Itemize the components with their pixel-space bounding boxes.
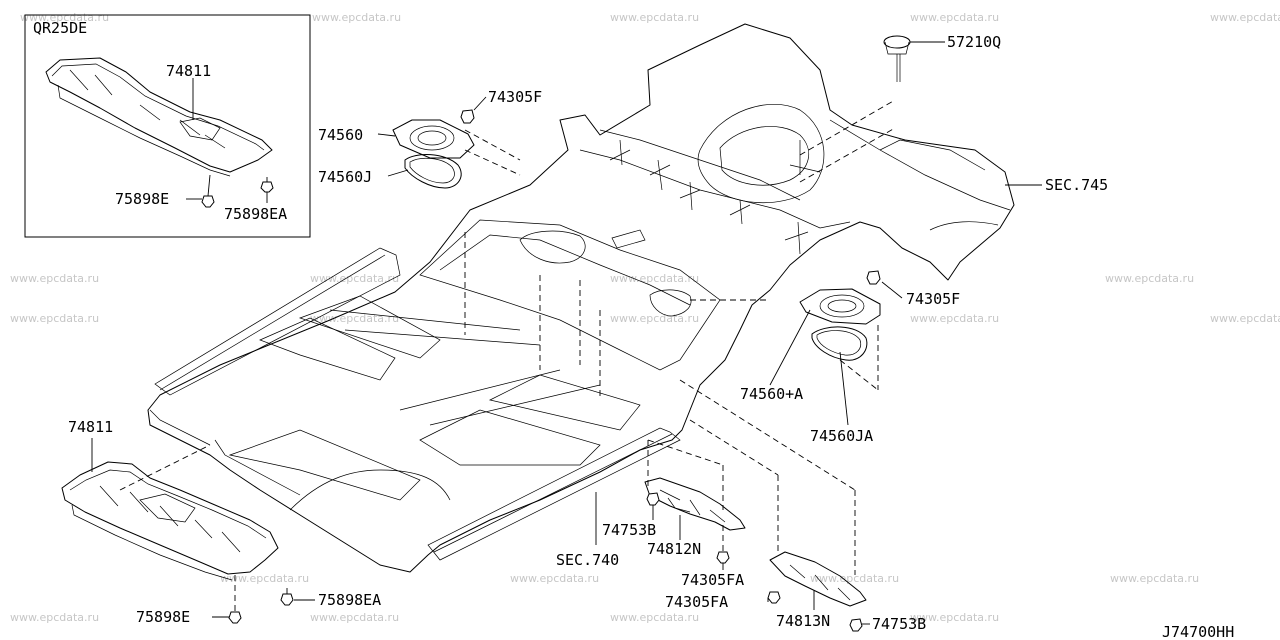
watermark: www.epcdata.ru [510, 572, 599, 585]
label-75898e-inset[interactable]: 75898E [115, 190, 169, 208]
nut-74753b-2[interactable] [849, 618, 870, 632]
label-75898e-main[interactable]: 75898E [136, 608, 190, 626]
gasket-74560j[interactable] [404, 154, 462, 189]
watermark: www.epcdata.ru [10, 312, 99, 325]
label-sec740[interactable]: SEC.740 [556, 551, 619, 569]
label-74305fa-2[interactable]: 74305FA [665, 593, 728, 611]
label-75898ea-main[interactable]: 75898EA [318, 591, 381, 609]
leader-74560 [377, 133, 396, 137]
plug-57210q[interactable] [883, 35, 945, 82]
watermark: www.epcdata.ru [1210, 312, 1280, 325]
label-74812n[interactable]: 74812N [647, 540, 701, 558]
label-74560a[interactable]: 74560+A [740, 385, 803, 403]
label-74305f-right[interactable]: 74305F [906, 290, 960, 308]
watermark: www.epcdata.ru [220, 572, 309, 585]
clip-74305fa-1[interactable] [716, 551, 730, 570]
watermark: www.epcdata.ru [312, 11, 401, 24]
diagram-code: J74700HH [1162, 623, 1234, 640]
watermark: www.epcdata.ru [10, 272, 99, 285]
undercover-74811-main[interactable] [61, 461, 279, 581]
gasket-74560ja[interactable] [811, 326, 868, 361]
cover-74560a[interactable] [799, 288, 881, 325]
clip-74305f-right[interactable] [866, 270, 903, 299]
watermark: www.epcdata.ru [310, 272, 399, 285]
label-74813n[interactable]: 74813N [776, 612, 830, 630]
watermark: www.epcdata.ru [1105, 272, 1194, 285]
watermark: www.epcdata.ru [810, 572, 899, 585]
watermark: www.epcdata.ru [610, 611, 699, 624]
cover-74560[interactable] [392, 119, 475, 159]
leader-74560j [387, 169, 409, 177]
watermark: www.epcdata.ru [310, 611, 399, 624]
clip-75898ea-inset[interactable] [260, 177, 274, 203]
watermark: www.epcdata.ru [610, 272, 699, 285]
label-74305fa-1[interactable]: 74305FA [681, 571, 744, 589]
watermark: www.epcdata.ru [10, 611, 99, 624]
label-74560[interactable]: 74560 [318, 126, 363, 144]
label-74305f-top[interactable]: 74305F [488, 88, 542, 106]
label-74811-main[interactable]: 74811 [68, 418, 113, 436]
label-74753b-1[interactable]: 74753B [602, 521, 656, 539]
undercover-74811-inset[interactable] [45, 57, 273, 177]
inset-frame [24, 14, 311, 238]
watermark: www.epcdata.ru [610, 312, 699, 325]
label-sec745[interactable]: SEC.745 [1045, 176, 1108, 194]
clip-74305fa-2[interactable] [767, 591, 781, 604]
watermark: www.epcdata.ru [20, 11, 109, 24]
qr25de-inset: QR25DE 74811 75898E 75898EA [24, 14, 311, 238]
label-57210q[interactable]: 57210Q [947, 33, 1001, 51]
nut-74753b-1[interactable] [646, 492, 660, 520]
inset-title: QR25DE [33, 19, 87, 37]
reference-lines [119, 99, 896, 612]
label-74560j[interactable]: 74560J [318, 168, 372, 186]
watermark: www.epcdata.ru [910, 312, 999, 325]
clip-74305f-top[interactable] [460, 96, 487, 124]
bracket-74812n[interactable] [644, 477, 746, 531]
leader-74560a [769, 309, 811, 386]
bracket-74813n[interactable] [769, 551, 867, 607]
watermark: www.epcdata.ru [910, 611, 999, 624]
clip-75898ea-main[interactable] [280, 588, 315, 606]
label-74811-inset[interactable]: 74811 [166, 62, 211, 80]
label-74753b-2[interactable]: 74753B [872, 615, 926, 633]
label-74560ja[interactable]: 74560JA [810, 427, 873, 445]
floor-carpet[interactable] [147, 23, 1015, 573]
label-75898ea-inset[interactable]: 75898EA [224, 205, 287, 223]
watermark: www.epcdata.ru [910, 11, 999, 24]
watermark: www.epcdata.ru [1110, 572, 1199, 585]
watermark: www.epcdata.ru [1210, 11, 1280, 24]
leader-74560ja [839, 351, 849, 426]
watermark: www.epcdata.ru [610, 11, 699, 24]
clip-75898e-inset[interactable] [201, 174, 215, 208]
clip-75898e-main[interactable] [212, 611, 242, 624]
